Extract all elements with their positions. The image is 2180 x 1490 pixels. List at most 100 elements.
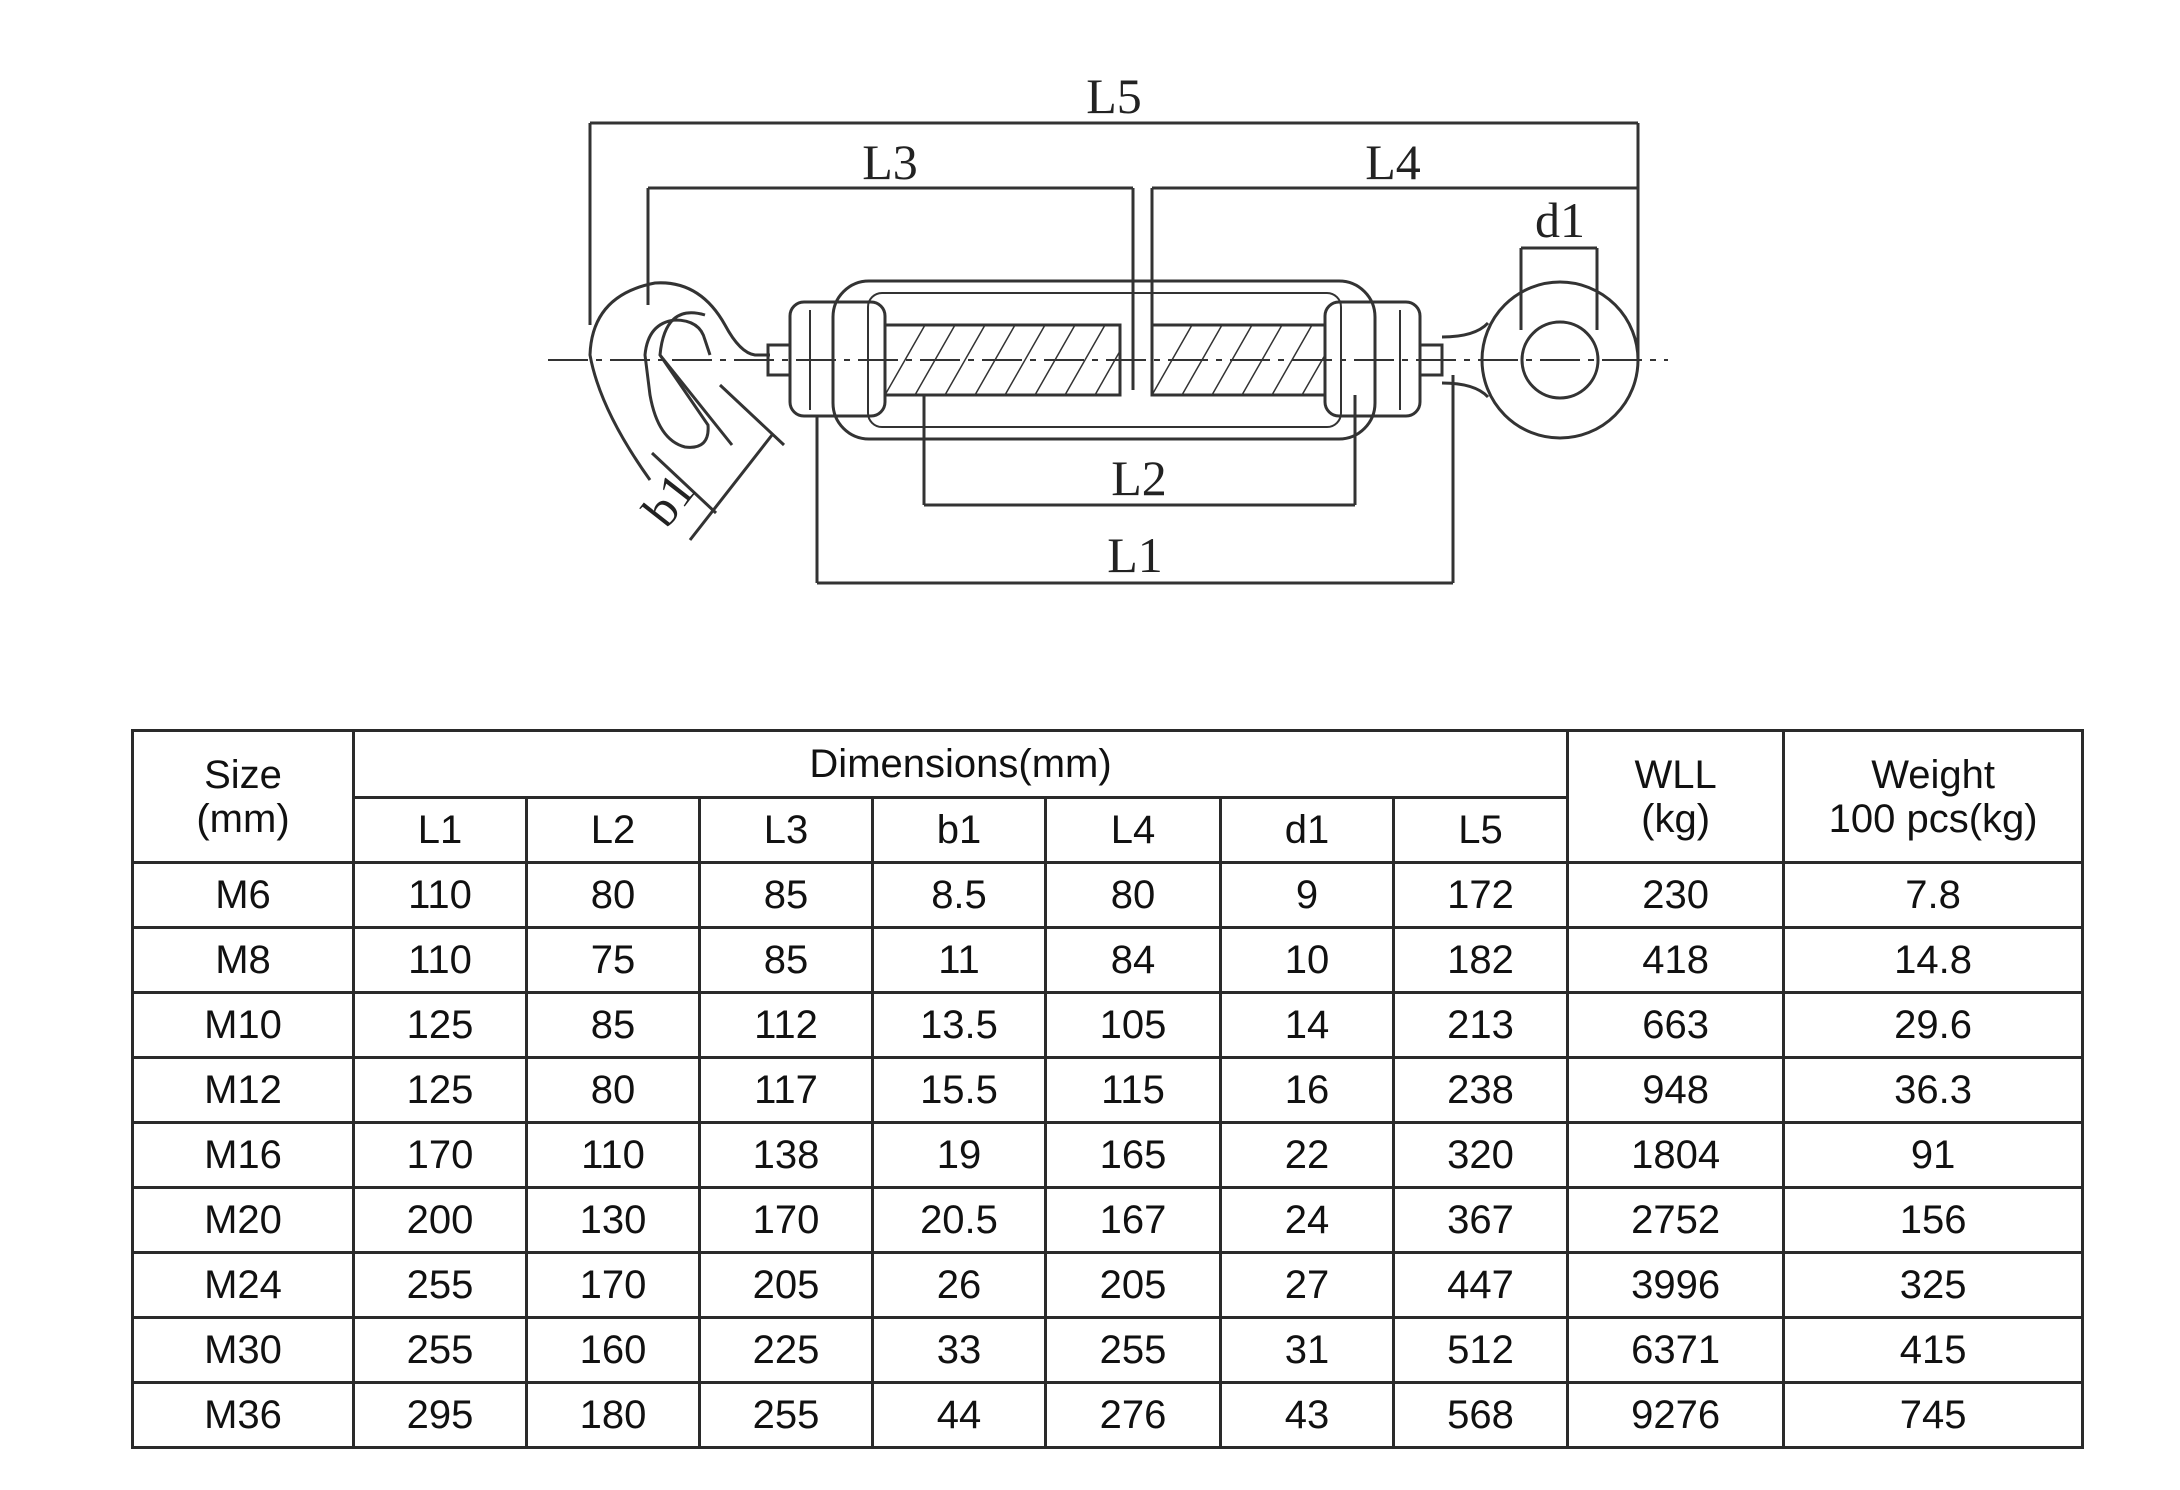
label-l5: L5	[1086, 68, 1142, 124]
cell-d1: 16	[1219, 1056, 1395, 1124]
cell-weight: 415	[1782, 1316, 2085, 1384]
cell-l3: 85	[698, 926, 874, 994]
cell-l4: 167	[1044, 1186, 1222, 1254]
cell-l3: 170	[698, 1186, 874, 1254]
label-d1: d1	[1535, 192, 1585, 248]
cell-l1: 170	[352, 1121, 528, 1189]
eye-outer	[1480, 280, 1640, 440]
cell-size: M6	[131, 861, 355, 929]
cell-wll: 948	[1566, 1056, 1786, 1124]
cell-wll: 230	[1566, 861, 1786, 929]
col-header-d1: d1	[1219, 796, 1395, 864]
cell-l4: 165	[1044, 1121, 1222, 1189]
cell-l2: 130	[525, 1186, 701, 1254]
cell-l5: 447	[1391, 1251, 1570, 1319]
cell-size: M30	[131, 1316, 355, 1384]
cell-size: M10	[131, 991, 355, 1059]
label-l3: L3	[862, 134, 918, 190]
cell-l4: 255	[1044, 1316, 1222, 1384]
cell-l4: 276	[1044, 1381, 1222, 1449]
cell-l4: 105	[1044, 991, 1222, 1059]
cell-wll: 2752	[1566, 1186, 1786, 1254]
eye-shank	[1418, 343, 1444, 377]
cell-l2: 170	[525, 1251, 701, 1319]
cell-weight: 14.8	[1782, 926, 2085, 994]
label-l1: L1	[1107, 527, 1163, 583]
cell-d1: 24	[1219, 1186, 1395, 1254]
cell-l5: 213	[1391, 991, 1570, 1059]
label-b1: b1	[631, 463, 706, 537]
cell-d1: 22	[1219, 1121, 1395, 1189]
hook-outer	[588, 281, 770, 481]
cell-l4: 80	[1044, 861, 1222, 929]
specification-table: Size (mm) Dimensions(mm) WLL (kg) Weight…	[131, 729, 2085, 1449]
cell-l4: 205	[1044, 1251, 1222, 1319]
cell-weight: 91	[1782, 1121, 2085, 1189]
eye-inner	[1520, 320, 1600, 400]
col-header-l5: L5	[1391, 796, 1570, 864]
cell-l1: 110	[352, 926, 528, 994]
cell-l2: 180	[525, 1381, 701, 1449]
cell-wll: 418	[1566, 926, 1786, 994]
eye-neck-bottom	[1441, 381, 1490, 399]
cell-weight: 7.8	[1782, 861, 2085, 929]
cell-l5: 172	[1391, 861, 1570, 929]
right-rod	[1150, 323, 1327, 397]
cell-l2: 160	[525, 1316, 701, 1384]
cell-d1: 43	[1219, 1381, 1395, 1449]
cell-weight: 325	[1782, 1251, 2085, 1319]
cell-l5: 568	[1391, 1381, 1570, 1449]
cell-l2: 85	[525, 991, 701, 1059]
cell-l3: 117	[698, 1056, 874, 1124]
cell-d1: 31	[1219, 1316, 1395, 1384]
cell-wll: 3996	[1566, 1251, 1786, 1319]
cell-l2: 75	[525, 926, 701, 994]
cell-size: M16	[131, 1121, 355, 1189]
dim-line-b1	[688, 434, 774, 541]
ext-line-b1-1	[718, 383, 786, 447]
cell-l3: 205	[698, 1251, 874, 1319]
cell-b1: 19	[871, 1121, 1047, 1189]
cell-l2: 110	[525, 1121, 701, 1189]
cell-l3: 138	[698, 1121, 874, 1189]
cell-l1: 255	[352, 1316, 528, 1384]
cell-l4: 115	[1044, 1056, 1222, 1124]
left-rod	[883, 323, 1122, 397]
cell-weight: 29.6	[1782, 991, 2085, 1059]
cell-size: M24	[131, 1251, 355, 1319]
cell-size: M36	[131, 1381, 355, 1449]
cell-b1: 20.5	[871, 1186, 1047, 1254]
cell-l2: 80	[525, 861, 701, 929]
label-l2: L2	[1111, 450, 1167, 506]
label-l4: L4	[1365, 134, 1421, 190]
cell-l1: 255	[352, 1251, 528, 1319]
cell-l3: 255	[698, 1381, 874, 1449]
cell-l5: 238	[1391, 1056, 1570, 1124]
header-row: Size (mm) Dimensions(mm) WLL (kg) Weight…	[131, 729, 2085, 864]
weight-header: Weight 100 pcs(kg)	[1782, 729, 2085, 864]
hook-tip	[658, 354, 734, 446]
cell-l5: 367	[1391, 1186, 1570, 1254]
cell-wll: 6371	[1566, 1316, 1786, 1384]
col-header-b1: b1	[871, 796, 1047, 864]
cell-weight: 156	[1782, 1186, 2085, 1254]
cell-l5: 512	[1391, 1316, 1570, 1384]
size-header: Size (mm)	[131, 729, 355, 864]
col-header-l3: L3	[698, 796, 874, 864]
hook-inner	[643, 311, 712, 449]
col-header-l1: L1	[352, 796, 528, 864]
body-frame	[831, 279, 1377, 441]
cell-b1: 8.5	[871, 861, 1047, 929]
cell-b1: 13.5	[871, 991, 1047, 1059]
cell-l3: 225	[698, 1316, 874, 1384]
cell-l1: 125	[352, 991, 528, 1059]
cell-wll: 9276	[1566, 1381, 1786, 1449]
cell-wll: 1804	[1566, 1121, 1786, 1189]
body-inner	[867, 292, 1342, 428]
